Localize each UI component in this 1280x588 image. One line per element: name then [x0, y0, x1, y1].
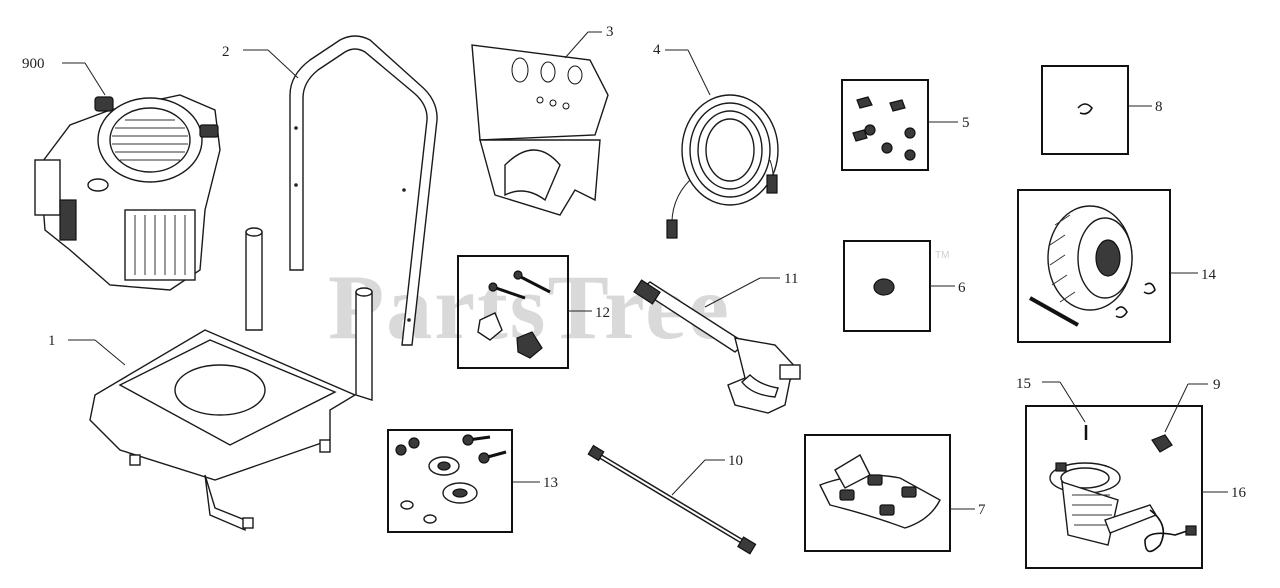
- part-7-box[interactable]: [804, 434, 951, 552]
- part-12-box[interactable]: [457, 255, 569, 369]
- callout-11[interactable]: 11: [784, 271, 798, 287]
- callout-15[interactable]: 15: [1016, 376, 1031, 392]
- callout-4[interactable]: 4: [653, 42, 661, 58]
- part-16-box[interactable]: [1025, 405, 1203, 569]
- handle-part[interactable]: [289, 35, 438, 346]
- part-13-box[interactable]: [387, 429, 513, 533]
- leader-9-b: [1164, 383, 1189, 433]
- spray-gun-part[interactable]: [633, 279, 802, 414]
- cap-6: [873, 278, 895, 296]
- hose-part[interactable]: [666, 94, 779, 239]
- leader-4-b: [687, 49, 711, 96]
- leader-2-b: [267, 49, 299, 79]
- part-8-box[interactable]: [1041, 65, 1129, 155]
- callout-14[interactable]: 14: [1201, 267, 1217, 283]
- callout-3[interactable]: 3: [606, 24, 614, 40]
- leader-1-b: [94, 339, 126, 366]
- nozzle-kit-7: [819, 454, 941, 529]
- callout-900[interactable]: 900: [22, 56, 45, 72]
- callout-6[interactable]: 6: [958, 280, 966, 296]
- callout-7[interactable]: 7: [978, 502, 986, 518]
- callout-5[interactable]: 5: [962, 115, 970, 131]
- callout-8[interactable]: 8: [1155, 99, 1163, 115]
- callout-12[interactable]: 12: [595, 305, 610, 321]
- leader-15-b: [1059, 381, 1086, 423]
- part-14-box[interactable]: [1017, 189, 1171, 343]
- engine-part[interactable]: [34, 94, 221, 291]
- bolt-kit-12: [477, 270, 551, 359]
- pump-assembly-16: [1049, 425, 1197, 553]
- part-5-box[interactable]: [841, 79, 929, 171]
- frame-base-part[interactable]: [89, 227, 373, 532]
- wand-part[interactable]: [587, 444, 757, 555]
- wheel-kit-14: [1029, 205, 1156, 327]
- retaining-ring-8: [1077, 103, 1093, 115]
- callout-1[interactable]: 1: [48, 333, 56, 349]
- leader-11-b: [704, 277, 761, 308]
- callout-10[interactable]: 10: [728, 453, 743, 469]
- callout-16[interactable]: 16: [1231, 485, 1247, 501]
- callout-13[interactable]: 13: [543, 475, 558, 491]
- hardware-kit-13: [395, 434, 507, 524]
- hardware-kit-5: [852, 96, 916, 161]
- leader-3-b: [564, 31, 589, 59]
- watermark-trademark: TM: [935, 250, 949, 261]
- bracket-part[interactable]: [471, 44, 609, 216]
- leader-10-b: [671, 459, 706, 496]
- leader-900-b: [84, 62, 106, 96]
- callout-2[interactable]: 2: [222, 44, 230, 60]
- callout-9[interactable]: 9: [1213, 377, 1221, 393]
